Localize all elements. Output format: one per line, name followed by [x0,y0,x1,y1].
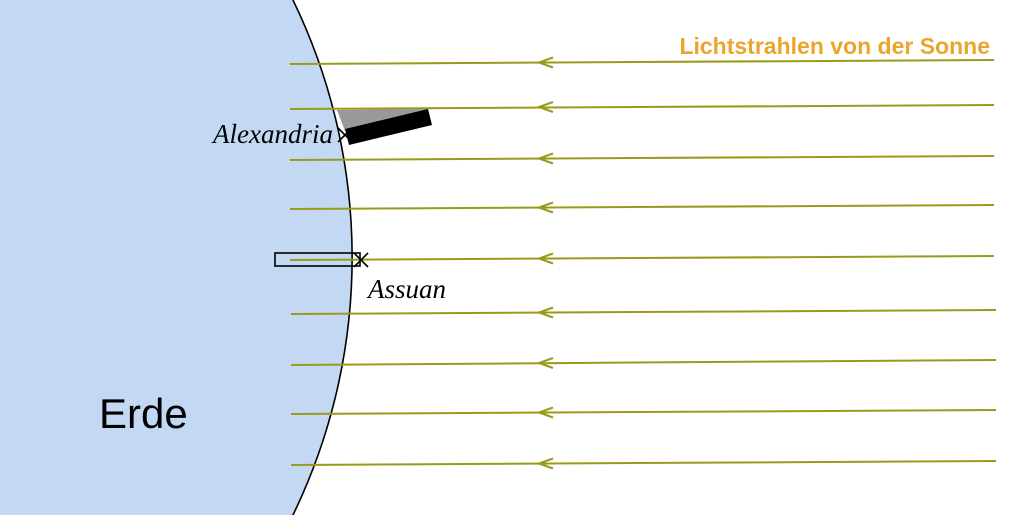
light-ray [290,457,997,470]
earth-disk [0,0,353,515]
label-assuan: Assuan [366,274,446,304]
marker-assuan [353,252,369,268]
light-ray [289,56,995,69]
light-ray [289,152,995,165]
light-ray [290,406,997,419]
light-ray [290,306,997,319]
label-earth: Erde [99,390,188,437]
label-alexandria: Alexandria [211,119,333,149]
light-ray [289,201,995,214]
obelisk [345,109,432,145]
marker-alexandria [337,127,353,143]
light-ray [290,357,997,369]
light-rays [289,56,997,470]
diagram-title: Lichtstrahlen von der Sonne [679,33,990,59]
light-ray [289,252,995,265]
light-ray [289,101,995,113]
